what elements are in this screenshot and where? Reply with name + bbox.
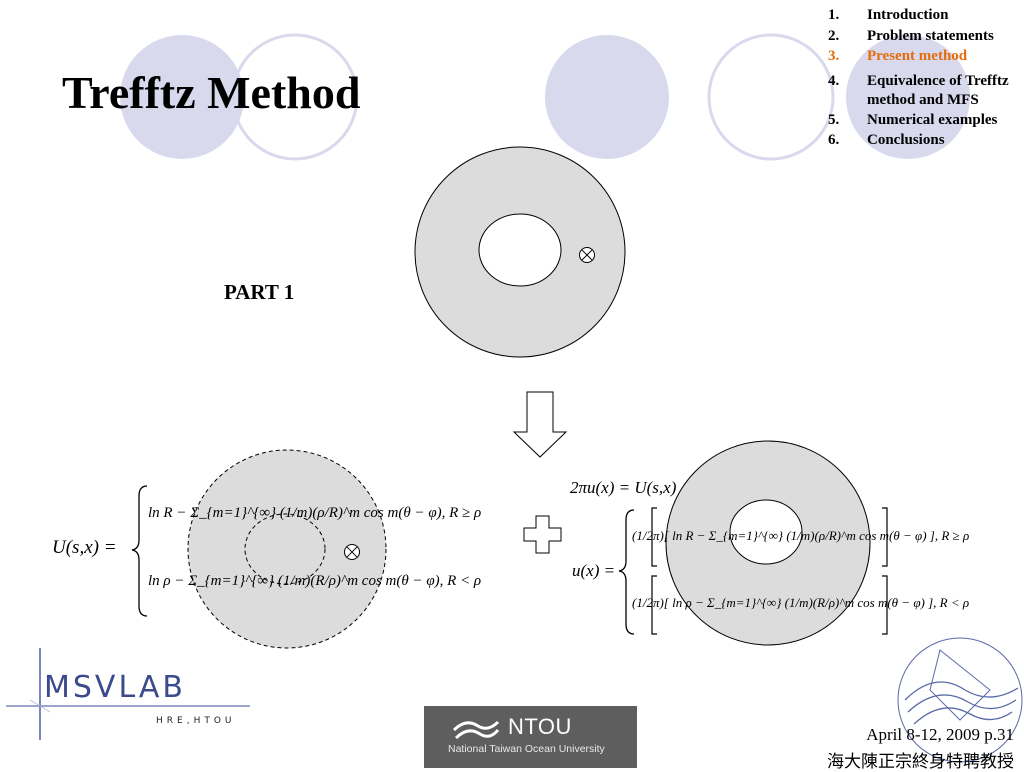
annulus-domain-diagram xyxy=(414,146,626,358)
footer-date-page: April 8-12, 2009 p.31 xyxy=(866,725,1014,744)
outline-item-problem-statements[interactable]: 2.Problem statements xyxy=(828,27,994,44)
outline-item-introduction[interactable]: 1.Introduction xyxy=(828,7,949,23)
outline-item-conclusions[interactable]: 6.Conclusions xyxy=(828,132,945,148)
deco-circle-filled-3 xyxy=(846,35,970,159)
deco-circle-outline-2 xyxy=(707,33,835,161)
ntou-logo: NTOU National Taiwan Ocean University xyxy=(424,706,637,768)
left-equation-case1: ln R − Σ_{m=1}^{∞} (1/m)(ρ/R)^m cos m(θ … xyxy=(148,505,482,521)
source-point-icon-left xyxy=(344,544,360,560)
right-equation-top: 2πu(x) = U(s,x) xyxy=(570,478,677,497)
right-equation-lhs: u(x) = xyxy=(572,561,616,580)
msvlab-logo-graphic xyxy=(6,648,250,740)
ntou-subtitle: National Taiwan Ocean University xyxy=(448,743,605,755)
outline-list: 1.Introduction 2.Problem statements 3.Pr… xyxy=(828,5,1024,151)
source-point-icon xyxy=(579,247,595,263)
left-brace xyxy=(131,485,148,617)
left-equation-lhs: U(s,x) = xyxy=(52,537,117,558)
ntou-wave-icon xyxy=(452,720,500,740)
deco-circle-filled-2 xyxy=(545,35,669,159)
deco-circle-outline-1 xyxy=(231,33,359,161)
part-label: PART 1 xyxy=(224,280,295,304)
decorative-circles xyxy=(120,33,970,161)
down-arrow-icon xyxy=(512,391,568,458)
right-equation-case1: (1/2π)[ ln R − Σ_{m=1}^{∞} (1/m)(ρ/R)^m … xyxy=(632,528,970,543)
plus-icon xyxy=(523,515,562,554)
left-equation-case2: ln ρ − Σ_{m=1}^{∞} (1/m)(R/ρ)^m cos m(θ … xyxy=(148,573,482,589)
university-seal-icon xyxy=(897,637,1023,763)
right-hole xyxy=(729,499,803,565)
deco-circle-filled-1 xyxy=(120,35,244,159)
bracket-right-1 xyxy=(882,507,888,567)
outline-item-numerical-examples[interactable]: 5.Numerical examples xyxy=(828,111,998,128)
footer-author: 海大陳正宗終身特聘教授 xyxy=(827,752,1014,772)
left-dashed-domain xyxy=(187,449,387,649)
ntou-name: NTOU xyxy=(508,714,572,739)
outline-item-equivalence[interactable]: 4.Equivalence of Trefftz method and MFS xyxy=(828,72,1009,108)
left-domain-diagram xyxy=(187,449,387,649)
right-equation-case2: (1/2π)[ ln ρ − Σ_{m=1}^{∞} (1/m)(R/ρ)^m … xyxy=(632,595,970,610)
outline-item-present-method[interactable]: 3.Present method xyxy=(828,48,968,64)
annulus-hole xyxy=(478,213,562,287)
msvlab-logo-subtitle: HRE,HTOU xyxy=(156,716,236,726)
bracket-left-2 xyxy=(651,575,657,635)
right-domain-diagram xyxy=(665,440,871,646)
slide-title: Trefftz Method xyxy=(62,67,361,118)
right-brace xyxy=(618,509,635,635)
msvlab-logo: MSVLAB xyxy=(44,670,186,705)
bracket-right-2 xyxy=(882,575,888,635)
left-dashed-hole xyxy=(244,513,326,585)
bracket-left-1 xyxy=(651,507,657,567)
